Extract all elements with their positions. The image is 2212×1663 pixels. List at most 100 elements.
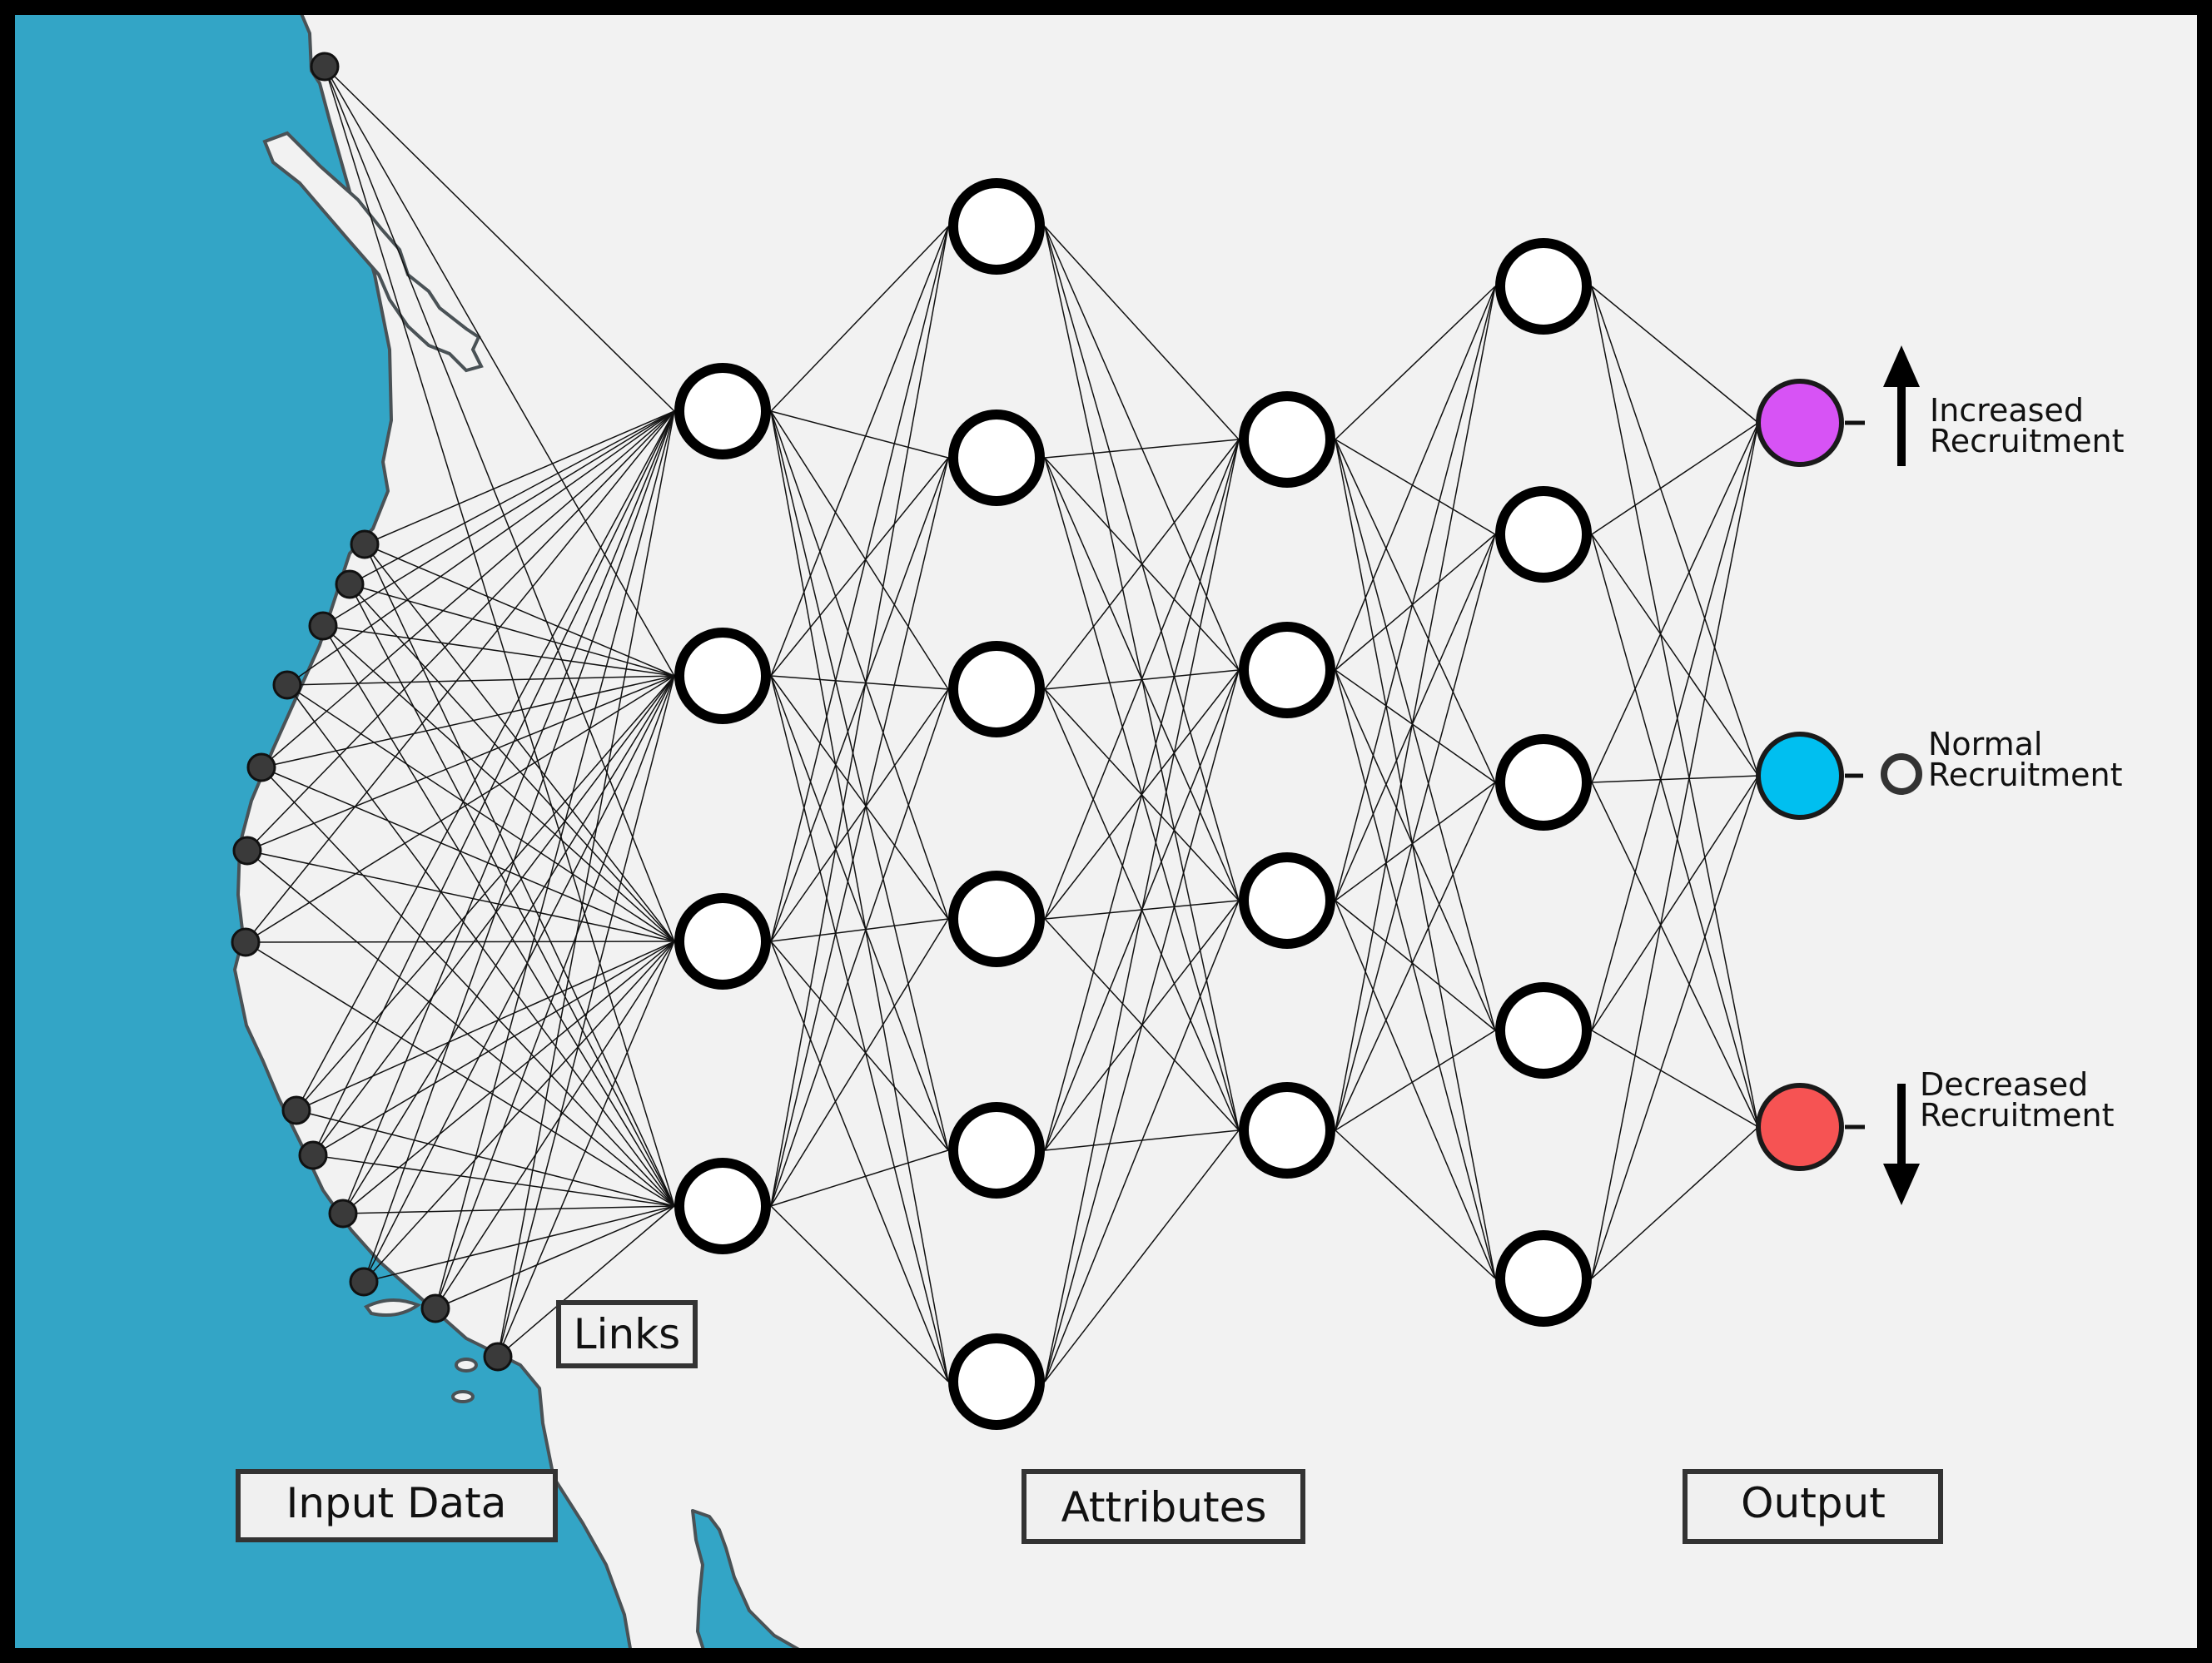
hidden-neuron-layer-2 [948,871,1045,967]
connection-link [770,226,949,412]
input-station-dot [298,1140,328,1170]
connection-link [364,544,675,1207]
connection-link [312,941,675,1156]
output-label-line2: Recruitment [1928,757,2123,793]
input-stations [231,52,513,1372]
connection-link [1591,285,1759,424]
input-station-dot [483,1342,513,1372]
connection-link [770,457,949,1207]
connection-link [286,684,675,1207]
hidden-neuron-layer-3 [1239,1082,1335,1179]
hidden-neuron-layer-1 [674,893,771,990]
hidden-neuron-layer-3 [1239,622,1335,718]
connection-link [364,544,675,677]
links-label-text: Links [574,1310,680,1358]
input-station-dot [335,569,365,599]
output-label-line1: Decreased [1920,1066,2088,1103]
connection-link [286,410,675,686]
input-station-dot [350,529,380,559]
connection-link [322,625,675,1207]
connection-link [322,625,675,677]
connection-link [770,941,949,1151]
hidden-neurons [674,178,1592,1430]
connection-link [497,1205,675,1358]
connection-link [1044,439,1240,920]
connection-link [363,675,675,1283]
connection-link [1335,285,1496,671]
connection-link [1335,669,1496,1031]
connection-link [1591,285,1759,777]
input-data-label-text: Input Data [286,1479,507,1527]
connection-link [296,410,675,1111]
output-label-line2: Recruitment [1920,1097,2115,1134]
output-label-line1: Increased [1930,392,2084,429]
connection-link [1044,1129,1240,1383]
connection-link [342,410,675,1214]
connection-links [245,66,1759,1383]
hidden-neuron-layer-2 [948,410,1045,506]
connection-link [1591,534,1759,1128]
connection-link [1044,439,1240,690]
connection-link [312,410,675,1156]
connection-link [342,1205,675,1214]
connection-link [770,675,949,920]
connection-link [770,457,949,677]
small-island [451,1390,475,1403]
hidden-neuron-layer-1 [674,628,771,724]
connection-link [1044,439,1240,459]
connection-link [286,684,675,942]
connection-link [296,1109,675,1207]
peninsula-island [262,131,484,373]
hidden-neuron-layer-4 [1495,734,1592,831]
connection-link [770,226,949,1207]
hidden-neuron-layer-2 [948,641,1045,737]
connection-link [1591,534,1759,777]
connection-link [261,767,675,942]
output-node-increased [1756,379,1844,467]
coastline-map [0,0,818,1663]
connection-link [246,675,675,851]
output-label-line1: Normal [1928,726,2043,762]
input-station-dot [328,1199,358,1229]
connection-link [770,410,949,920]
connection-link [1335,285,1496,901]
connection-link [1335,439,1496,1031]
connection-link [770,688,949,1207]
hollow-circle-icon [1881,753,1922,795]
connection-link [770,918,949,1207]
connection-link [770,410,949,690]
connection-link [1335,285,1496,440]
connection-link [1335,534,1496,901]
input-station-dot [231,927,261,957]
connection-link [312,675,675,1156]
connection-link [1335,285,1496,1131]
connection-link [324,66,675,412]
connection-link [1591,775,1759,1031]
hidden-neuron-layer-4 [1495,486,1592,583]
connection-link [1044,669,1240,1383]
connection-link [770,675,949,1383]
hidden-neuron-layer-2 [948,1102,1045,1199]
connection-link [1335,1030,1496,1131]
connection-link [1335,782,1496,1131]
connection-link [1335,439,1496,535]
connection-link [770,675,949,690]
connection-link [1591,422,1759,1279]
hidden-neuron-layer-4 [1495,982,1592,1079]
connection-link [435,675,675,1309]
connection-link [246,850,675,1207]
input-station-dot [308,611,338,641]
connection-link [1591,422,1759,1031]
hidden-neuron-layer-4 [1495,1230,1592,1327]
input-station-dot [232,836,262,866]
connection-link [342,941,675,1214]
output-node-normal [1756,732,1844,820]
input-station-dot [420,1293,450,1323]
connection-link [261,767,675,1207]
input-data-label: Input Data [236,1469,558,1542]
connection-link [364,410,675,545]
connection-link [1591,1126,1759,1279]
connection-link [1335,1129,1496,1279]
